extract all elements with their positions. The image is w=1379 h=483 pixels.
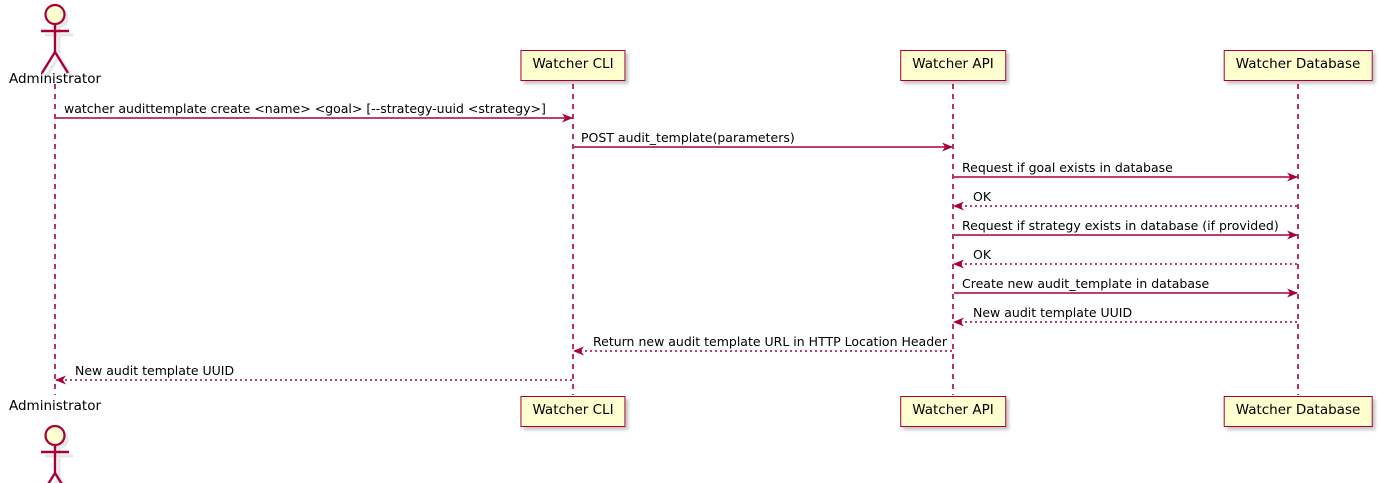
message-label-4: OK [973,189,992,204]
message-label-8: New audit template UUID [973,305,1133,320]
actor-figure-administrator-top[interactable] [40,3,74,78]
participant-box-watcher-database-top[interactable]: Watcher Database [1223,50,1373,81]
participant-label: Watcher API [912,56,994,72]
message-arrows-group [55,113,1298,385]
participant-box-watcher-cli-bottom[interactable]: Watcher CLI [520,396,626,427]
actor-name: Administrator [8,71,102,87]
lifelines-group [54,84,1299,395]
message-label-6: OK [973,247,992,262]
message-label-1: watcher audittemplate create <name> <goa… [64,101,546,116]
participant-label: Watcher CLI [532,402,614,418]
actor-label-administrator-top: Administrator [9,71,101,87]
actor-leg-left [47,472,57,483]
actor-figures-group [40,3,74,483]
actor-leg-right [53,51,70,74]
participant-box-watcher-api-top[interactable]: Watcher API [900,50,1006,81]
message-label-3: Request if goal exists in database [962,160,1173,175]
participant-box-watcher-cli-top[interactable]: Watcher CLI [520,50,626,81]
participant-box-watcher-database-bottom[interactable]: Watcher Database [1223,396,1373,427]
actor-label-administrator-bottom: Administrator [9,398,101,414]
actor-head-icon [44,424,66,447]
participant-label: Watcher Database [1235,402,1361,418]
actor-leg-left [40,51,57,74]
participant-label: Watcher API [912,402,994,418]
participant-label: Watcher Database [1235,56,1361,72]
participant-box-watcher-api-bottom[interactable]: Watcher API [900,396,1006,427]
message-label-7: Create new audit_template in database [962,276,1210,291]
actor-name: Administrator [8,398,102,414]
message-label-5: Request if strategy exists in database (… [962,218,1279,233]
message-label-10: New audit template UUID [75,363,235,378]
actor-figure-administrator-bottom[interactable] [41,424,73,483]
message-label-9: Return new audit template URL in HTTP Lo… [593,334,947,349]
message-label-2: POST audit_template(parameters) [581,130,795,145]
actor-leg-right [53,472,63,483]
actor-head-icon [44,3,66,26]
participant-label: Watcher CLI [532,56,614,72]
